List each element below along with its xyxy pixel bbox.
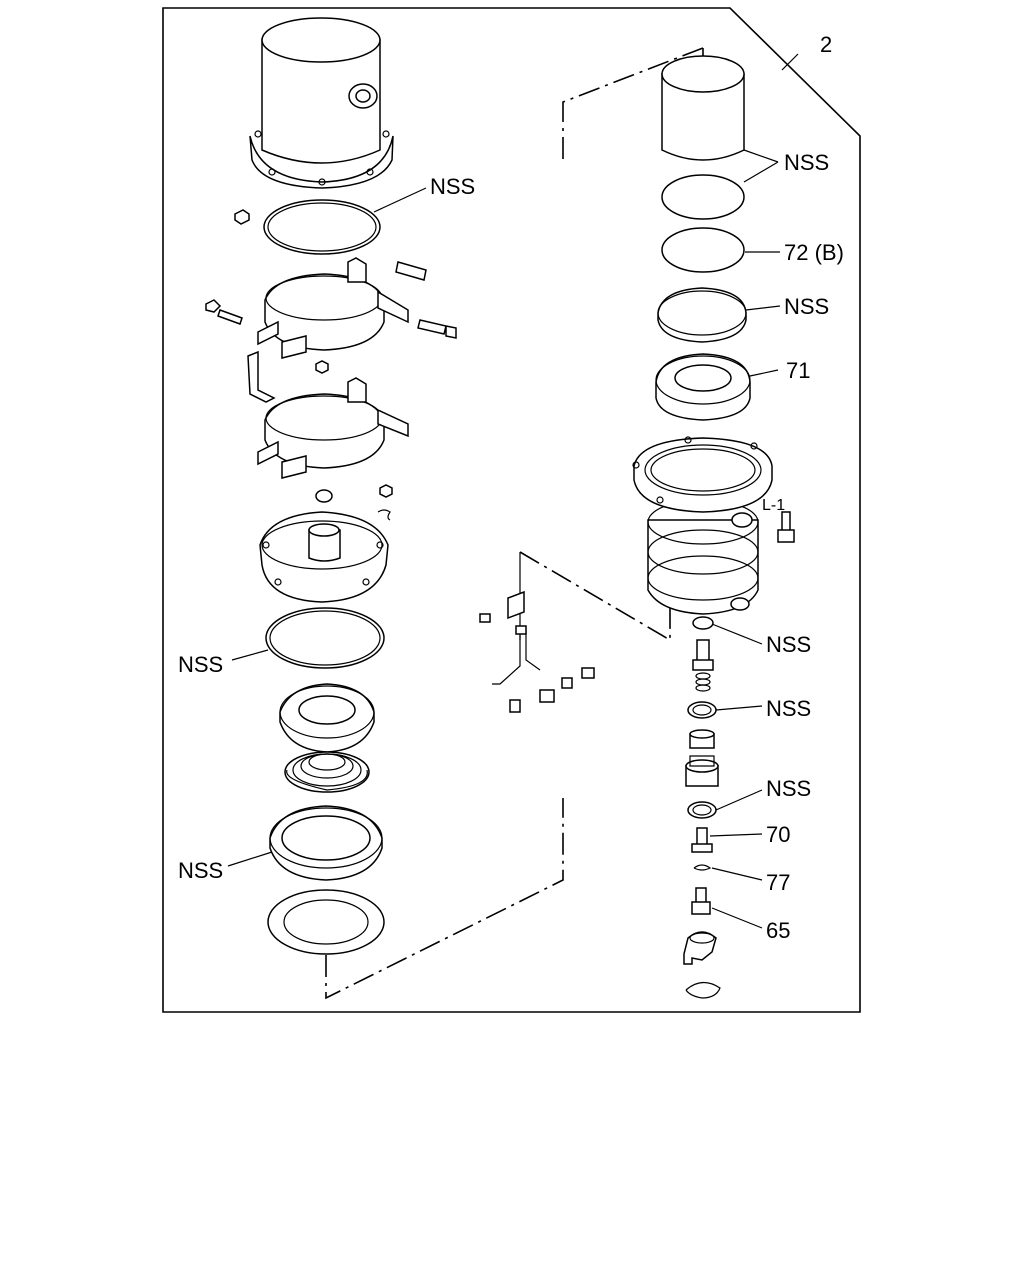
label-nss-top-right: NSS	[784, 150, 829, 175]
label-nss-top-left: NSS	[430, 174, 475, 199]
label-l1: L-1	[762, 497, 785, 514]
nut-small	[379, 484, 393, 498]
seal-ring-right	[657, 287, 747, 343]
small-ring-1	[692, 616, 714, 630]
diagram-frame	[162, 7, 861, 1013]
plain-ring-top	[661, 174, 745, 220]
part-77-clip	[693, 864, 712, 871]
leader-lines	[227, 53, 799, 929]
label-nss-right-2: NSS	[784, 294, 829, 319]
label-nss-right-3: NSS	[766, 696, 811, 721]
valve-stem	[692, 639, 714, 671]
part-65-bolt	[691, 887, 711, 915]
clamp-band-lower	[257, 377, 409, 479]
elbow-fitting	[683, 931, 717, 965]
label-nss-mid-right: NSS	[766, 632, 811, 657]
diaphragm	[284, 751, 370, 793]
body-housing	[632, 436, 773, 615]
gasket-bottom	[269, 805, 383, 881]
nut-top	[234, 209, 250, 225]
spacer-pin	[395, 261, 427, 281]
right-assembly	[632, 55, 795, 999]
label-70: 70	[766, 822, 790, 847]
retaining-ring	[685, 981, 721, 999]
filter-cartridge	[661, 55, 745, 161]
ring-72b	[661, 227, 745, 273]
bolt-left	[205, 299, 243, 325]
label-nss-right-4: NSS	[766, 776, 811, 801]
seal-washer	[279, 683, 375, 753]
bolt-l1	[777, 511, 795, 543]
o-ring-top	[263, 199, 381, 255]
label-nss-left-mid: NSS	[178, 652, 223, 677]
spring	[695, 672, 711, 692]
label-nss-left-bottom: NSS	[178, 858, 223, 883]
o-ring-left-mid	[265, 607, 385, 669]
reference-lines	[325, 47, 704, 1000]
label-65: 65	[766, 918, 790, 943]
label-ref-2: 2	[820, 32, 832, 57]
clip	[377, 509, 391, 521]
left-assembly	[205, 17, 457, 955]
bolt-right	[417, 319, 457, 339]
base-plate	[267, 889, 385, 955]
label-72b: 72 (B)	[784, 240, 844, 265]
part-labels: 2 NSS NSS 72 (B) NSS 71 L-1 NSS NSS NSS …	[178, 32, 844, 943]
small-cap	[315, 489, 333, 503]
cap-71	[655, 353, 751, 421]
cover-canister	[249, 17, 394, 189]
bracket	[247, 350, 276, 403]
part-70-pin	[691, 827, 713, 853]
clamp-band-upper	[257, 257, 409, 359]
sensor-assembly	[479, 590, 595, 713]
label-77: 77	[766, 870, 790, 895]
nut-mid	[315, 360, 329, 374]
label-71: 71	[786, 358, 810, 383]
housing-middle	[259, 511, 389, 603]
